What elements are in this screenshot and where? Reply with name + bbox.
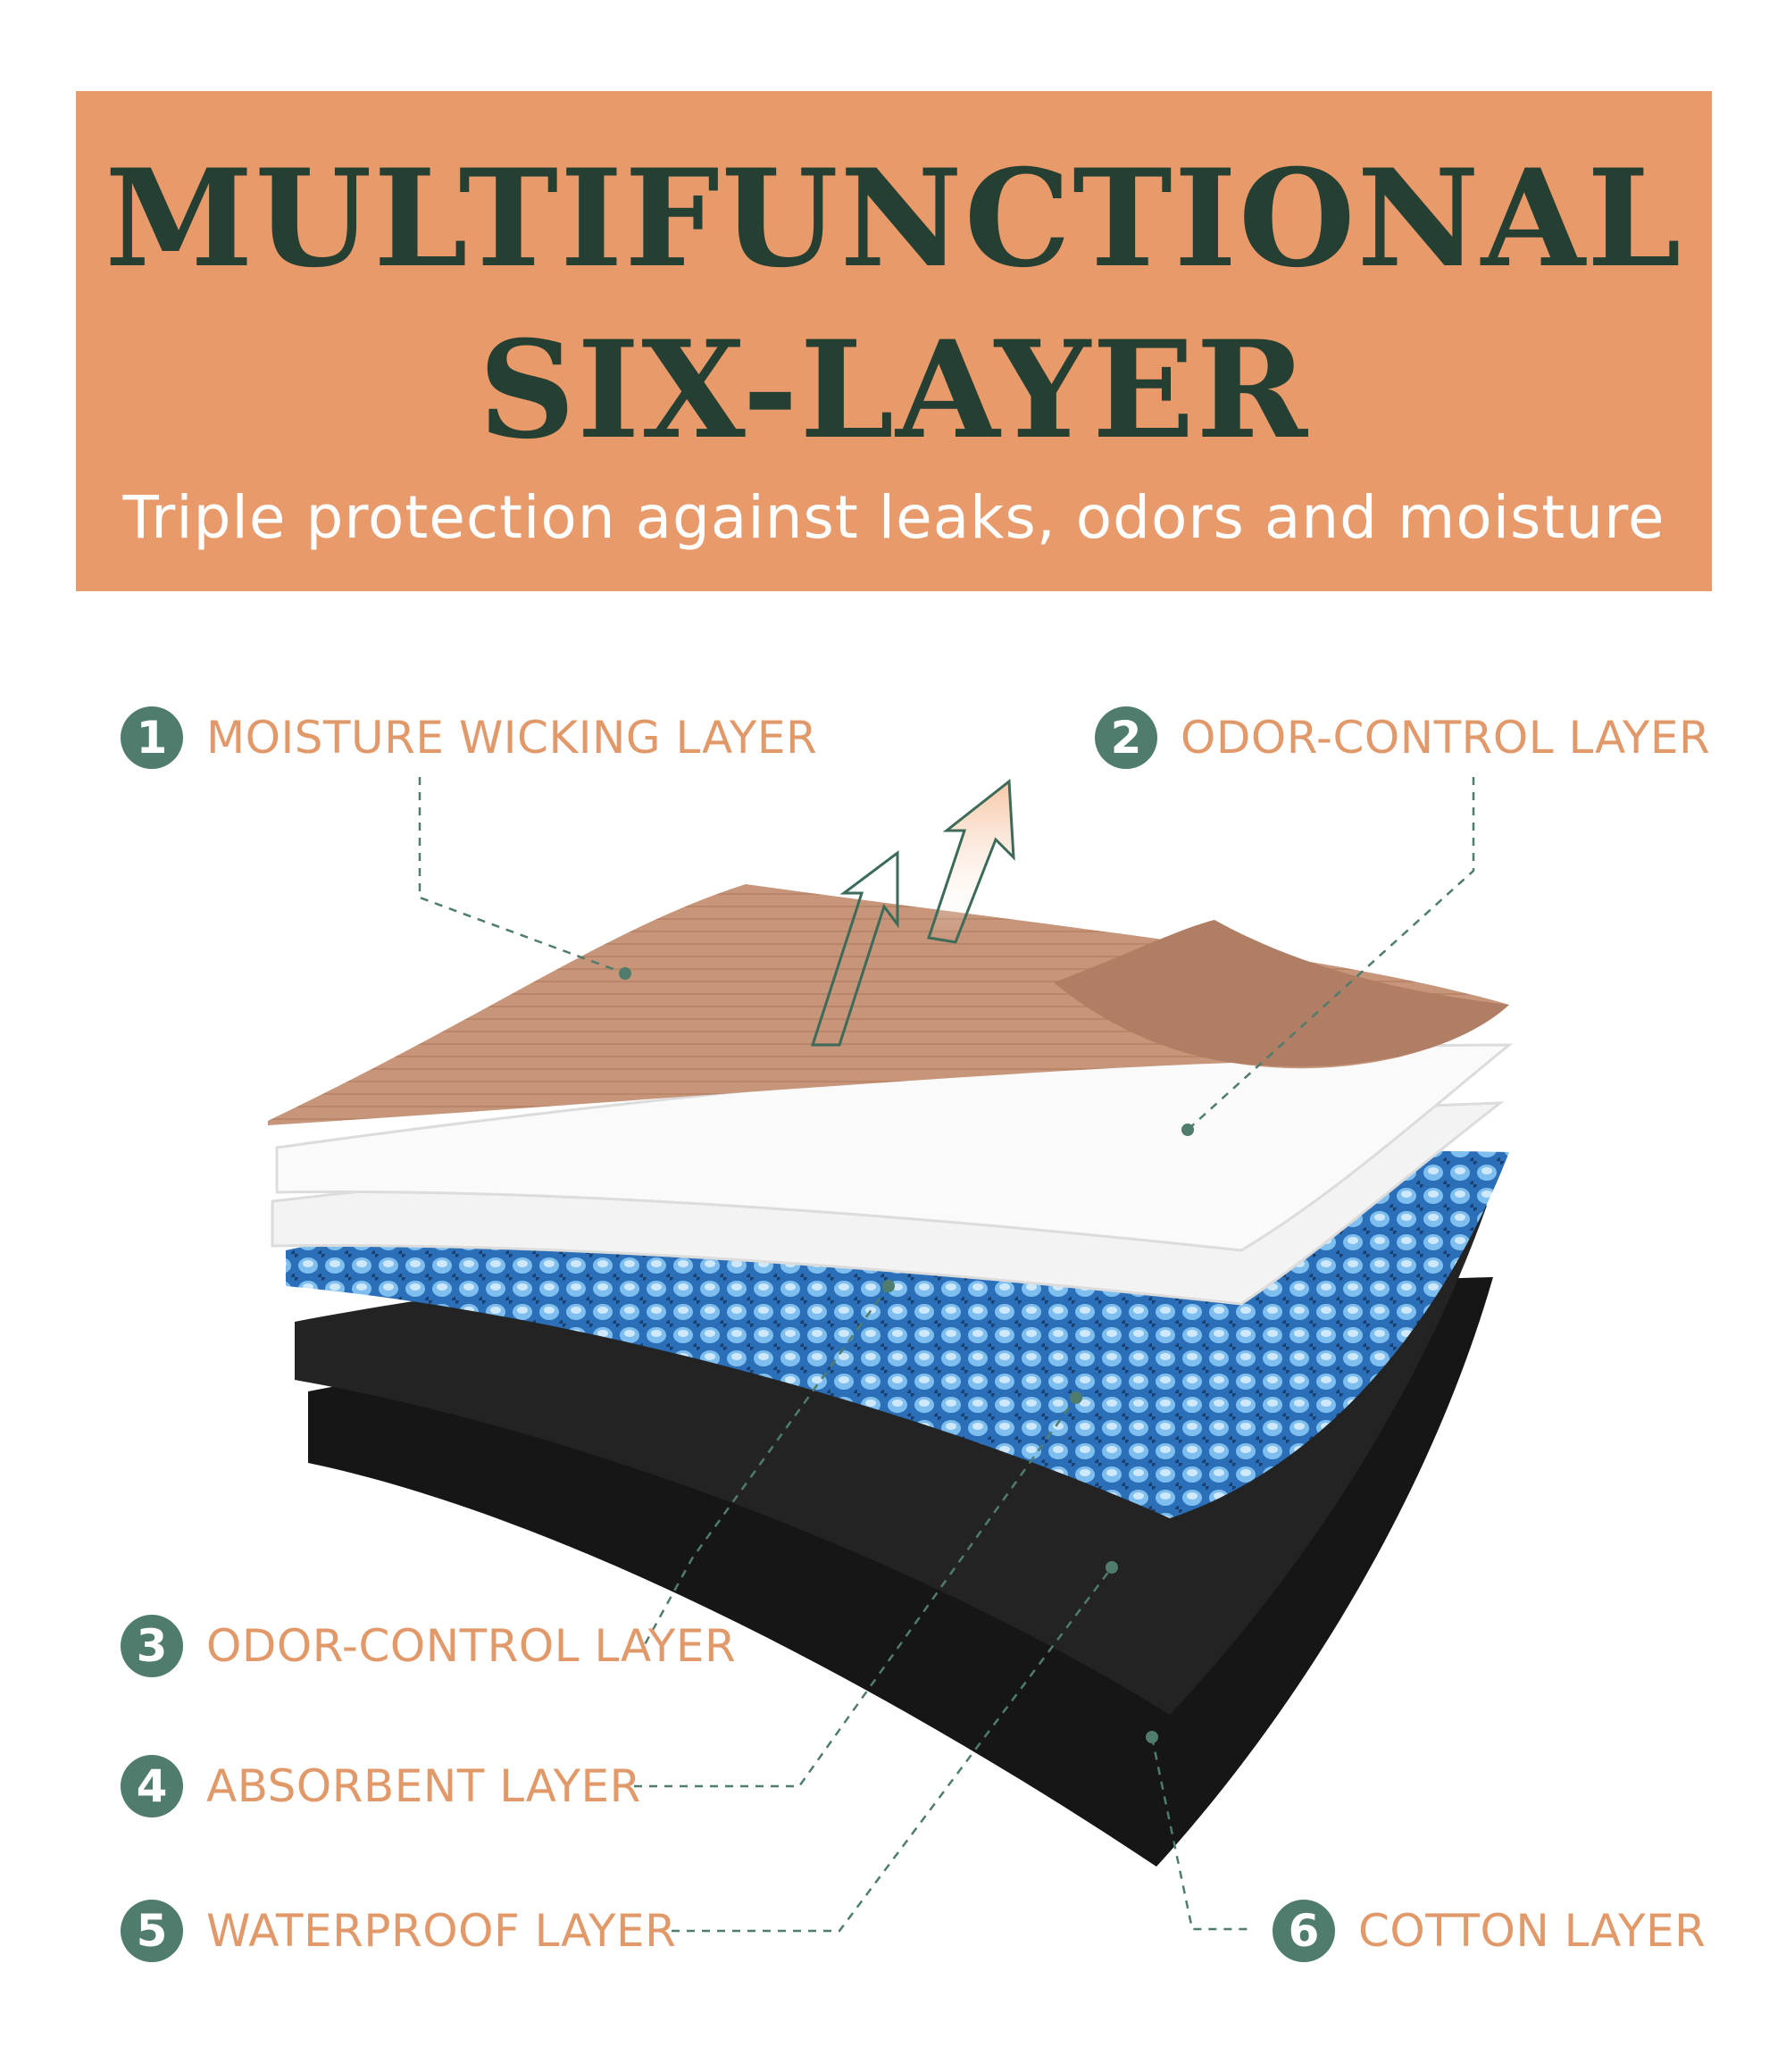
leader-dot-4 — [1070, 1391, 1082, 1404]
layer-label-1-text: MOISTURE WICKING LAYER — [206, 712, 818, 764]
layer-label-2: 2 ODOR-CONTROL LAYER — [1095, 706, 1710, 769]
arrow-large-icon — [927, 779, 1015, 944]
leader-line-2 — [1187, 777, 1475, 1131]
title-line-1: MULTIFUNCTIONAL — [104, 140, 1683, 297]
badge-3: 3 — [121, 1615, 183, 1677]
leader-dot-1 — [619, 967, 631, 980]
header-banner: MULTIFUNCTIONAL SIX-LAYER Triple protect… — [76, 91, 1712, 591]
badge-2: 2 — [1095, 706, 1157, 769]
layer-1-shape — [268, 884, 1509, 1125]
leader-dot-6 — [1146, 1731, 1158, 1743]
leader-line-3 — [641, 1285, 890, 1649]
leader-dot-5 — [1106, 1561, 1118, 1574]
layer-label-4: 4 ABSORBENT LAYER — [121, 1755, 641, 1817]
layer-label-3-text: ODOR-CONTROL LAYER — [206, 1620, 737, 1672]
layer-label-3: 3 ODOR-CONTROL LAYER — [121, 1615, 736, 1677]
subtitle: Triple protection against leaks, odors a… — [122, 483, 1665, 552]
leader-line-5 — [656, 1567, 1114, 1933]
layer-label-6-text: COTTON LAYER — [1358, 1905, 1707, 1957]
layer-label-6: 6 COTTON LAYER — [1273, 1900, 1706, 1962]
badge-5: 5 — [121, 1900, 183, 1962]
badge-1: 1 — [121, 706, 183, 769]
layer-label-4-text: ABSORBENT LAYER — [206, 1760, 641, 1812]
layer-label-5-text: WATERPROOF LAYER — [206, 1905, 677, 1957]
layer-label-1: 1 MOISTURE WICKING LAYER — [121, 706, 817, 769]
leader-dot-2 — [1181, 1124, 1194, 1136]
badge-6: 6 — [1273, 1900, 1335, 1962]
title-line-2: SIX-LAYER — [478, 312, 1310, 469]
leader-line-6 — [1150, 1736, 1250, 1931]
layer-label-5: 5 WATERPROOF LAYER — [121, 1900, 676, 1962]
layer-1-curl — [1054, 920, 1509, 1067]
arrow-small-icon — [810, 850, 899, 1047]
leader-dot-3 — [882, 1280, 895, 1292]
layer-label-2-text: ODOR-CONTROL LAYER — [1181, 712, 1711, 764]
leader-line-1 — [418, 777, 626, 975]
badge-4: 4 — [121, 1755, 183, 1817]
